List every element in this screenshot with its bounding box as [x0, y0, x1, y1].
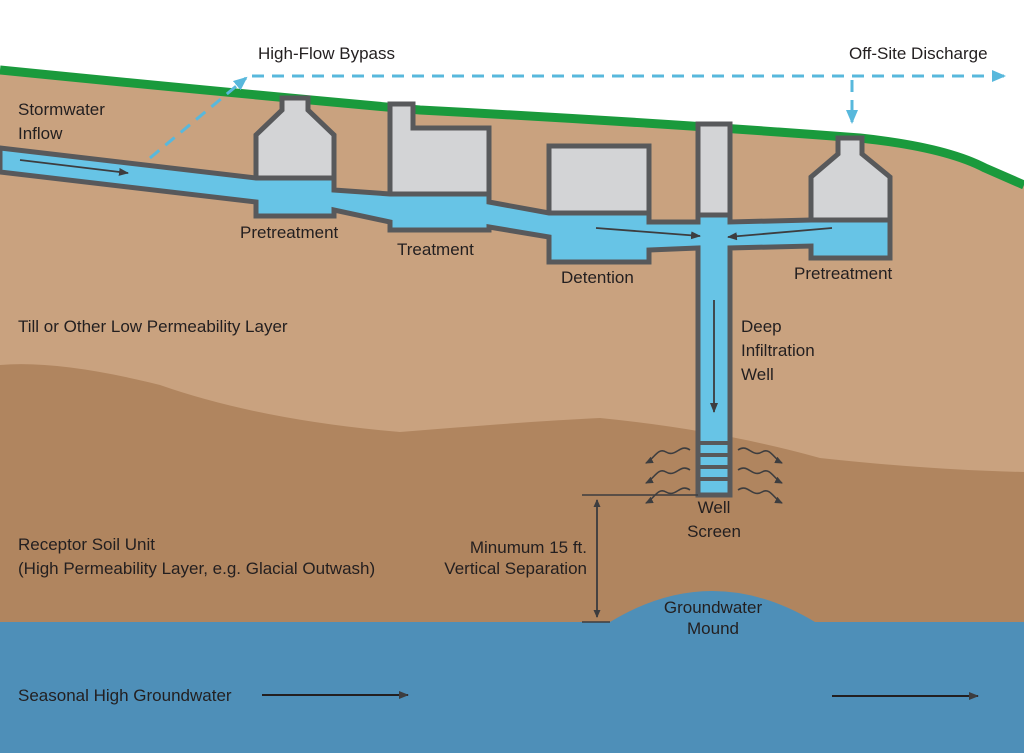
wavy-arrow-icon	[645, 447, 691, 464]
vertical-separation-label-line2: Vertical Separation	[444, 559, 587, 578]
high-flow-bypass-label: High-Flow Bypass	[258, 44, 395, 63]
infiltration-well-casing-top	[695, 121, 733, 225]
receptor-soil-label-line1: Receptor Soil Unit	[18, 535, 155, 554]
wavy-arrow-icon	[645, 467, 691, 484]
detention-label: Detention	[561, 268, 634, 287]
pretreatment-left-label: Pretreatment	[240, 223, 339, 242]
stormwater-inflow-label-line1: Stormwater	[18, 100, 105, 119]
treatment-label: Treatment	[397, 240, 474, 259]
deep-well-label-line1: Deep	[741, 317, 782, 336]
well-screen-slots	[698, 441, 730, 481]
groundwater-mound-label-line2: Mound	[687, 619, 739, 638]
wavy-arrow-icon	[737, 487, 783, 504]
deep-well-label-line3: Well	[741, 365, 774, 384]
wavy-arrow-icon	[737, 447, 783, 464]
wavy-arrow-icon	[737, 467, 783, 484]
stormwater-pipe-network	[0, 145, 893, 498]
till-layer-label: Till or Other Low Permeability Layer	[18, 317, 288, 336]
vertical-separation-dimension	[582, 494, 698, 623]
inflow-arrow-icon	[19, 159, 129, 176]
vertical-separation-label-line1: Minumum 15 ft.	[470, 538, 587, 557]
off-site-discharge-label: Off-Site Discharge	[849, 44, 988, 63]
infiltration-outflow-arrows	[645, 447, 783, 504]
groundwater-mound-label-line1: Groundwater	[664, 598, 763, 617]
well-screen-label-line2: Screen	[687, 522, 741, 541]
seasonal-groundwater-label: Seasonal High Groundwater	[18, 686, 232, 705]
deep-well-label-line2: Infiltration	[741, 341, 815, 360]
detention-to-well-arrow-icon	[595, 227, 701, 240]
stormwater-inflow-label-line2: Inflow	[18, 124, 63, 143]
ground-surface-grass	[0, 65, 1024, 190]
high-flow-bypass-route	[149, 70, 1006, 160]
pretreatment-to-well-arrow-icon	[727, 227, 833, 241]
receptor-soil-label-line2: (High Permeability Layer, e.g. Glacial O…	[18, 559, 375, 578]
pretreatment-right-label: Pretreatment	[794, 264, 893, 283]
wavy-arrow-icon	[645, 487, 691, 504]
groundwater-table	[0, 591, 1024, 753]
well-screen-label-line1: Well	[698, 498, 731, 517]
